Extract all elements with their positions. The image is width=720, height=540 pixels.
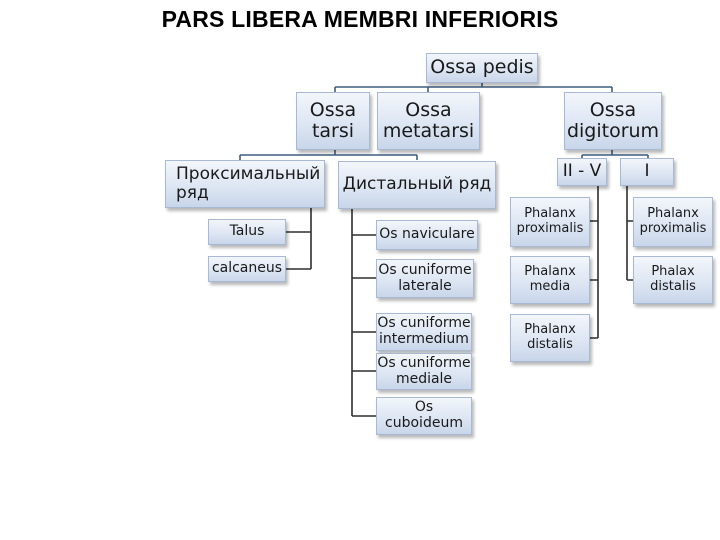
node-distal-row: Дистальный ряд [338, 161, 496, 209]
node-ossa-metatarsi: Ossa metatarsi [377, 92, 480, 150]
connector-root [334, 82, 613, 93]
node-phalanx-proximalis-1: Phalanx proximalis [633, 197, 713, 247]
node-os-cuboideum: Os cuboideum [376, 397, 472, 435]
node-toes-2-5: II - V [557, 158, 607, 186]
node-calcaneus: calcaneus [208, 256, 286, 282]
node-phalax-distalis-1: Phalax distalis [633, 256, 713, 304]
node-phalanx-media-2-5: Phalanx media [510, 256, 590, 304]
node-talus: Talus [208, 219, 286, 245]
connector-proximal-row [286, 208, 312, 270]
node-os-cuniforme-laterale: Os cuniforme laterale [376, 259, 474, 298]
node-os-naviculare: Os naviculare [376, 220, 478, 250]
connector-toes-2-5 [590, 186, 599, 339]
node-phalanx-distalis-2-5: Phalanx distalis [510, 314, 590, 362]
connector-digitorum [581, 150, 649, 159]
node-os-cuniforme-intermedium: Os cuniforme intermedium [376, 313, 472, 351]
node-proximal-row: Проксимальный ряд [165, 160, 325, 208]
node-ossa-tarsi: Ossa tarsi [296, 92, 370, 150]
connector-distal-row [351, 209, 376, 417]
node-ossa-pedis: Ossa pedis [426, 53, 538, 83]
connector-tarsi [239, 150, 418, 160]
node-os-cuniforme-mediale: Os cuniforme mediale [376, 353, 472, 390]
page-title: PARS LIBERA MEMBRI INFERIORIS [0, 6, 720, 33]
connector-toe-1 [626, 186, 633, 281]
node-toe-1: I [620, 158, 674, 186]
page-title-text: PARS LIBERA MEMBRI INFERIORIS [161, 6, 559, 32]
node-ossa-digitorum: Ossa digitorum [564, 92, 662, 150]
node-phalanx-proximalis-2-5: Phalanx proximalis [510, 197, 590, 247]
